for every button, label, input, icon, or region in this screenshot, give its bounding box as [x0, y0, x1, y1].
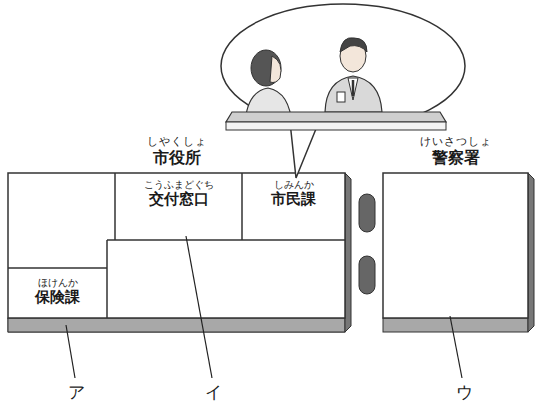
man-tie — [352, 80, 355, 96]
name-text: 保険課 — [8, 289, 107, 306]
woman-hair — [251, 50, 281, 86]
leader-line — [66, 325, 75, 378]
man-shirt — [348, 78, 358, 100]
callout-letter: イ — [205, 381, 222, 404]
building-side — [528, 173, 534, 332]
building-top — [383, 173, 528, 318]
room-label: ほけんか保険課 — [8, 277, 107, 306]
furigana: しみんか — [242, 179, 345, 191]
name-text: 市民課 — [242, 191, 345, 208]
callout-letter: ア — [68, 381, 85, 404]
room-wall — [8, 267, 107, 269]
furigana: しやくしょ — [8, 136, 345, 149]
furigana: ほけんか — [8, 277, 107, 289]
room: こうふまどぐち交付窓口 — [115, 173, 242, 240]
room-wall — [107, 239, 345, 241]
woman-face — [270, 56, 281, 83]
building: けいさつしょ警察署 — [383, 173, 528, 318]
furigana: けいさつしょ — [383, 136, 528, 149]
leader-line — [186, 236, 212, 378]
counter-front — [226, 122, 446, 130]
name-text: 市役所 — [8, 149, 345, 167]
building-heading: けいさつしょ警察署 — [383, 136, 528, 167]
callout-letter: ウ — [456, 381, 473, 404]
name-text: 交付窓口 — [115, 191, 242, 208]
counter — [226, 112, 446, 122]
building-top — [8, 173, 345, 318]
gate-post — [359, 256, 375, 294]
furigana: こうふまどぐち — [115, 179, 242, 191]
name-text: 警察署 — [383, 149, 528, 167]
room-label: こうふまどぐち交付窓口 — [115, 179, 242, 208]
building-slab — [8, 173, 350, 332]
room-label: しみんか市民課 — [242, 179, 345, 208]
name-tag — [337, 92, 345, 102]
building-heading: しやくしょ市役所 — [8, 136, 345, 167]
speech-bubble — [221, 4, 465, 128]
building-front — [383, 318, 528, 332]
building: しやくしょ市役所こうふまどぐち交付窓口しみんか市民課ほけんか保険課 — [8, 173, 345, 318]
leader-line — [450, 316, 462, 378]
man-body — [325, 76, 382, 112]
room-wall — [106, 240, 108, 318]
room: しみんか市民課 — [242, 173, 345, 240]
gate-post — [359, 194, 375, 232]
room-wall — [114, 173, 116, 240]
room-wall — [241, 173, 243, 240]
building-front — [8, 318, 345, 332]
man-hair — [340, 38, 367, 52]
building-side — [345, 173, 351, 332]
room: ほけんか保険課 — [8, 268, 107, 318]
